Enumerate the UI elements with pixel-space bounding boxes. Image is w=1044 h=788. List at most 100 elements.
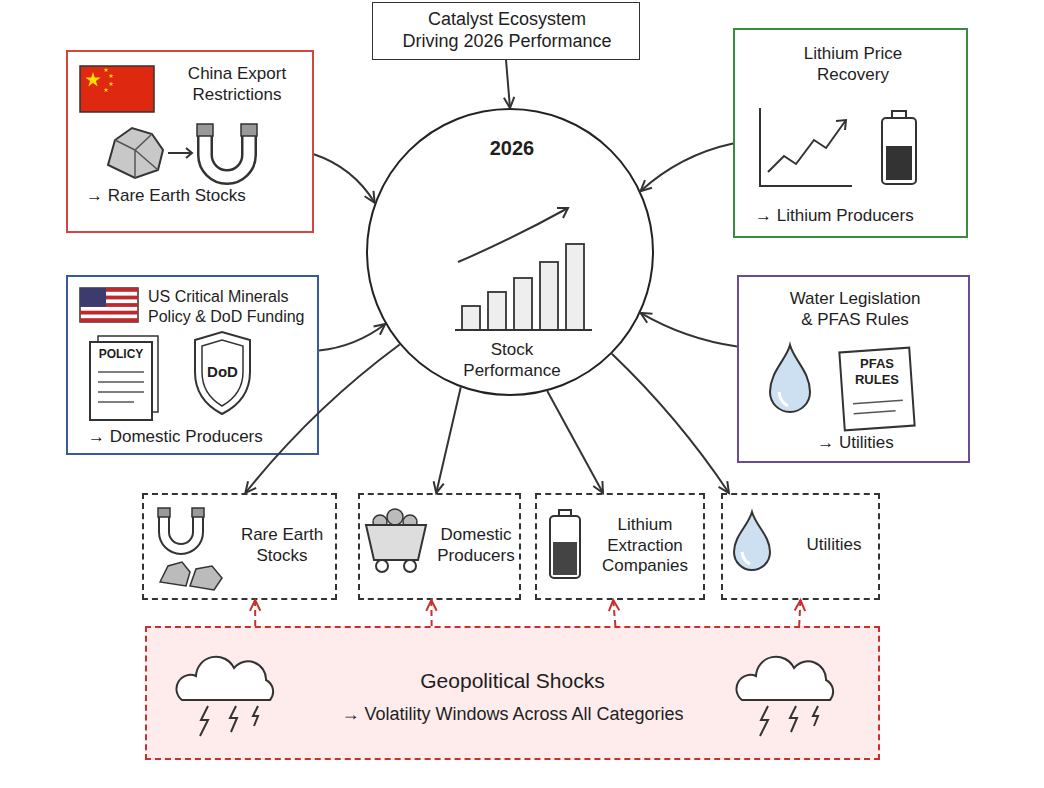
china-flag <box>80 66 154 112</box>
rock-outline <box>108 128 163 178</box>
connector-line <box>245 345 399 493</box>
flag-field <box>80 66 154 112</box>
pfas-document-icon <box>839 348 914 431</box>
chart-bar <box>566 244 584 330</box>
storm-cloud-icon <box>176 657 273 736</box>
arrowhead <box>365 191 375 203</box>
drop-outline <box>734 512 770 570</box>
flag-star <box>109 73 114 78</box>
connector-line <box>436 387 461 493</box>
connector-line <box>314 154 375 202</box>
ore-rock <box>190 566 222 590</box>
trend-arrow <box>458 208 568 262</box>
cloud-outline <box>736 657 833 700</box>
drop-highlight <box>779 392 788 406</box>
node-heading: Rare Earth Stocks <box>232 525 332 566</box>
arrowhead <box>374 324 386 335</box>
price-line <box>768 120 846 172</box>
node-heading: Utilities <box>791 535 877 556</box>
risk-arrow <box>795 600 805 626</box>
node-text: → Lithium Producers <box>755 206 965 227</box>
battery-cap <box>559 510 571 516</box>
flag-field <box>80 288 138 322</box>
connector-line <box>319 324 385 351</box>
catalyst-box: Lithium Price Recovery→ Lithium Producer… <box>733 28 968 238</box>
document-label: POLICY <box>92 347 150 362</box>
title-box: Catalyst Ecosystem Driving 2026 Performa… <box>372 2 640 60</box>
node-heading: Catalyst Ecosystem Driving 2026 Performa… <box>382 9 632 53</box>
risk-arrow <box>250 600 260 626</box>
connector-arrow <box>434 387 461 493</box>
battery-cap <box>892 111 906 118</box>
arrowhead <box>609 600 619 611</box>
water-drop-icon <box>734 512 770 570</box>
lightning-bolts <box>200 706 258 736</box>
price-arrowhead <box>836 120 846 130</box>
cloud-outline <box>176 657 273 700</box>
ore-lump <box>387 509 403 525</box>
connector-arrow <box>641 313 737 347</box>
shield-inner <box>202 340 243 406</box>
arrowhead <box>245 481 256 493</box>
node-heading: China Export Restrictions <box>162 64 312 105</box>
us-flag <box>80 288 138 322</box>
magnet-tip <box>241 124 257 136</box>
battery-body <box>882 118 916 184</box>
magnet-tip <box>158 508 170 517</box>
battery-body <box>550 516 580 578</box>
policy-document-icon <box>90 336 158 420</box>
bar-chart-icon <box>455 208 592 330</box>
chart-baseline <box>455 329 592 331</box>
node-heading: US Critical Minerals Policy & DoD Fundin… <box>148 287 316 326</box>
node-text: → Rare Earth Stocks <box>86 186 311 207</box>
connector-arrow <box>319 324 385 351</box>
storm-cloud-icon <box>736 657 833 736</box>
node-text: Stock Performance <box>452 340 572 381</box>
document-page <box>839 348 914 431</box>
rock-facets <box>115 134 158 178</box>
battery-charge <box>886 146 912 180</box>
arrowhead <box>426 600 436 611</box>
shield-outline <box>195 332 250 414</box>
water-drop-icon <box>770 345 810 412</box>
magnet-body <box>205 130 249 177</box>
trend-arrowhead <box>557 208 568 218</box>
chart-bar <box>488 292 506 330</box>
ore-rock <box>160 562 190 586</box>
flag-star <box>104 87 109 92</box>
battery-icon <box>882 111 916 184</box>
connector-arrow <box>504 60 514 108</box>
connector-line <box>641 144 733 192</box>
arrowhead <box>434 481 444 493</box>
connector-line <box>641 313 737 347</box>
magnet-outline <box>205 130 249 177</box>
arrowhead <box>641 180 653 191</box>
lightning-bolts <box>760 706 818 736</box>
node-heading: Lithium Extraction Companies <box>589 515 701 577</box>
risk-arrow <box>609 600 619 626</box>
arrowhead <box>593 481 603 493</box>
shield-icon <box>195 332 250 414</box>
connector-line <box>612 354 729 493</box>
node-heading: 2026 <box>462 136 562 160</box>
arrowhead <box>719 481 729 493</box>
rock-icon <box>108 128 163 178</box>
flag-star <box>109 81 114 86</box>
process-arrow <box>168 148 192 158</box>
magnet-tip <box>192 508 204 517</box>
flag-stripe <box>80 318 138 322</box>
arrowhead <box>795 600 805 611</box>
arrowhead <box>641 313 653 323</box>
connector-arrow <box>314 154 375 202</box>
magnet-icon <box>197 124 257 177</box>
battery-charge <box>553 542 577 575</box>
connector-arrow <box>612 354 729 493</box>
node-heading: Domestic Producers <box>432 525 520 566</box>
arrowhead <box>504 97 514 108</box>
chart-bar <box>462 306 480 330</box>
document-lines <box>853 400 904 413</box>
